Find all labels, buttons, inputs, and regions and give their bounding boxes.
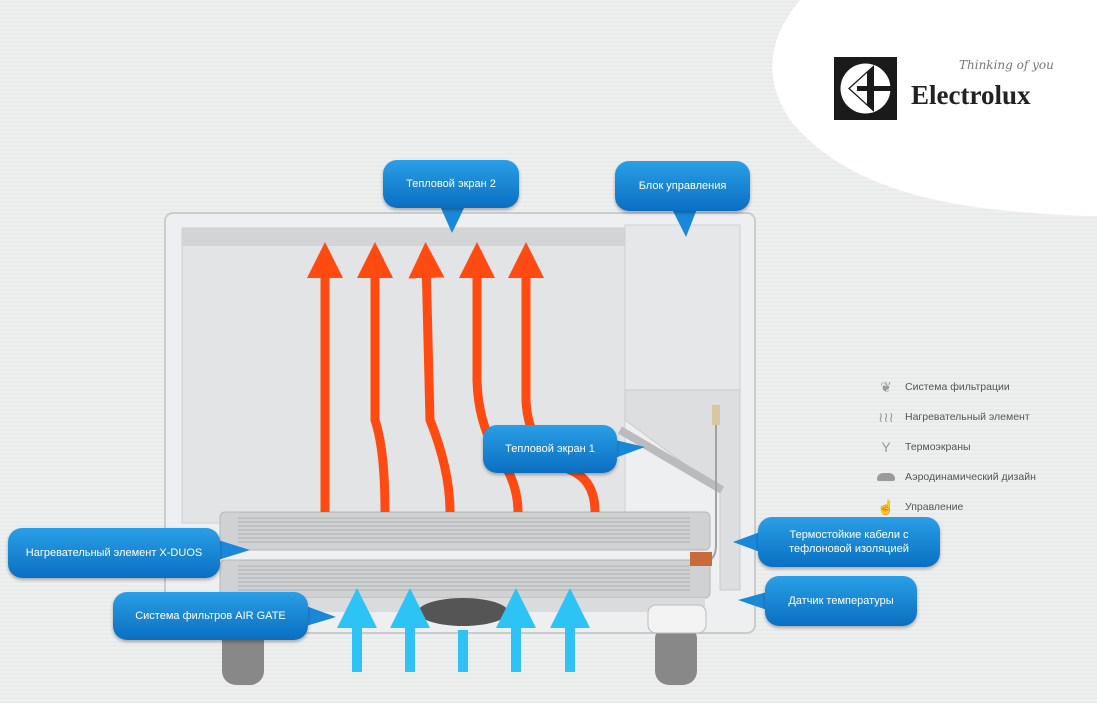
legend-label: Аэродинамический дизайн <box>905 471 1036 483</box>
legend-label: Управление <box>905 501 964 513</box>
brand-name: Electrolux <box>911 80 1031 110</box>
logo-background <box>772 0 1097 216</box>
heat-screen-1 <box>624 389 741 591</box>
electrolux-logo: Thinking of you Electrolux <box>834 57 1054 120</box>
legend-item-heating-element[interactable]: ≀≀≀ Нагревательный элемент <box>876 402 1036 432</box>
callout-teflon-cables[interactable]: Термостойкие кабели с тефлоновой изоляци… <box>758 517 940 567</box>
cable-connector <box>690 552 712 566</box>
legend-item-filtration[interactable]: ❦ Система фильтрации <box>876 372 1036 402</box>
temperature-sensor <box>647 604 707 634</box>
callout-heat-screen-1[interactable]: Тепловой экран 1 <box>483 425 617 473</box>
electrolux-logo-mark <box>834 57 897 120</box>
filter-handle <box>418 598 508 626</box>
legend-label: Термоэкраны <box>905 441 971 453</box>
heat-screen-2 <box>182 228 625 246</box>
heat-waves-icon: ≀≀≀ <box>878 408 894 425</box>
wheel-right <box>655 625 697 685</box>
brand-tagline: Thinking of you <box>959 58 1054 72</box>
callout-heat-screen-2[interactable]: Тепловой экран 2 <box>383 160 519 208</box>
hot-air-arrow <box>408 242 455 513</box>
legend-label: Нагревательный элемент <box>905 411 1030 423</box>
sensor-clip <box>712 405 720 425</box>
callout-pointers <box>218 206 767 626</box>
hand-pointer-icon: ☝ <box>877 498 895 515</box>
heat-screen-panel <box>181 227 626 524</box>
callout-temperature-sensor[interactable]: Датчик температуры <box>765 576 917 626</box>
wheels <box>222 604 707 685</box>
hot-air-arrow <box>357 242 393 513</box>
callout-heating-element[interactable]: Нагревательный элемент X-DUOS <box>8 528 220 578</box>
heating-fins <box>238 517 690 591</box>
wheel-left <box>222 625 264 685</box>
legend-item-aerodynamic[interactable]: Аэродинамический дизайн <box>876 462 1036 492</box>
cold-air-arrows <box>337 588 590 672</box>
callout-control-unit[interactable]: Блок управления <box>615 161 750 211</box>
heat-screen-1-plate <box>617 426 725 494</box>
legend-label: Система фильтрации <box>905 381 1010 393</box>
split-arrows-icon: Y <box>881 439 891 455</box>
leaf-icon: ❦ <box>880 378 892 395</box>
callout-filter-system[interactable]: Система фильтров AIR GATE <box>113 592 308 640</box>
control-block <box>624 224 741 391</box>
legend-item-heat-screens[interactable]: Y Термоэкраны <box>876 432 1036 462</box>
aerodynamic-shape-icon <box>876 468 896 486</box>
legend-item-control[interactable]: ☝ Управление <box>876 492 1036 522</box>
features-legend: ❦ Система фильтрации ≀≀≀ Нагревательный эл… <box>876 372 1036 522</box>
